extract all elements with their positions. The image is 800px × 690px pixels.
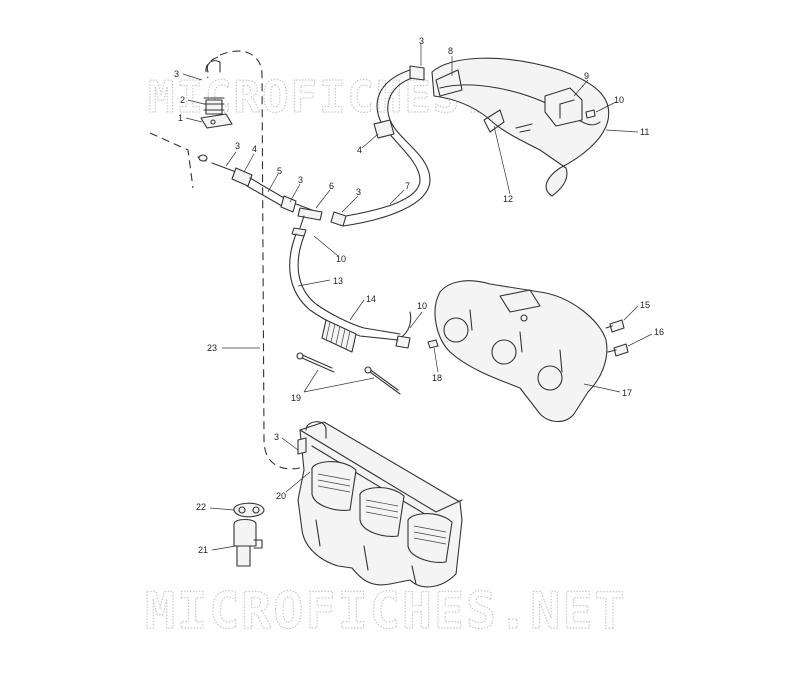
callout-3b: 3: [235, 141, 240, 151]
callout-20: 20: [276, 491, 286, 501]
part-hose-upper: [330, 65, 431, 227]
callout-17: 17: [622, 388, 632, 398]
watermark-bottom: MICROFICHES.NET: [145, 582, 627, 640]
callout-4b: 4: [357, 145, 362, 155]
part-sensor-gasket: [233, 502, 265, 567]
part-manifold-bolts: [427, 319, 629, 357]
callout-10c: 10: [417, 301, 427, 311]
callout-3d: 3: [356, 187, 361, 197]
part-fitting-elbow: [200, 60, 233, 129]
part-hose-lower: [289, 233, 401, 353]
part-exhaust-manifold: [434, 280, 608, 423]
callout-14: 14: [366, 294, 376, 304]
callout-11: 11: [640, 127, 649, 137]
callout-labels: 1 2 3 3 3 3 3 3 4 4 5 6 7 8 9 10 10 10 1…: [174, 36, 664, 555]
part-cylinder-block: [297, 421, 463, 588]
callout-15: 15: [640, 300, 650, 310]
callout-18: 18: [432, 373, 442, 383]
part-hose-left: [197, 154, 313, 213]
callout-3f: 3: [274, 432, 279, 442]
callout-10b: 10: [336, 254, 346, 264]
callout-21: 21: [198, 545, 208, 555]
callout-19: 19: [291, 393, 301, 403]
callout-3a: 3: [174, 69, 179, 79]
callout-10a: 10: [614, 95, 624, 105]
callout-22: 22: [196, 502, 206, 512]
callout-3c: 3: [298, 175, 303, 185]
part-bolts: [296, 352, 401, 395]
leader-lines: [182, 44, 653, 551]
callout-1: 1: [178, 113, 183, 123]
callout-9: 9: [584, 71, 589, 81]
callout-16: 16: [654, 327, 664, 337]
dashed-outline: [149, 50, 301, 470]
callout-12: 12: [503, 194, 513, 204]
callout-23: 23: [207, 343, 217, 353]
callout-7: 7: [405, 181, 410, 191]
callout-5: 5: [277, 166, 282, 176]
part-exhaust-pipe: [431, 57, 610, 197]
callout-13: 13: [333, 276, 343, 286]
callout-8: 8: [448, 46, 453, 56]
callout-6: 6: [329, 181, 334, 191]
callout-3e: 3: [419, 36, 424, 46]
callout-4a: 4: [252, 144, 257, 154]
callout-2: 2: [180, 95, 185, 105]
part-connector-10: [395, 109, 596, 349]
part-tee-fitting: [291, 207, 323, 237]
